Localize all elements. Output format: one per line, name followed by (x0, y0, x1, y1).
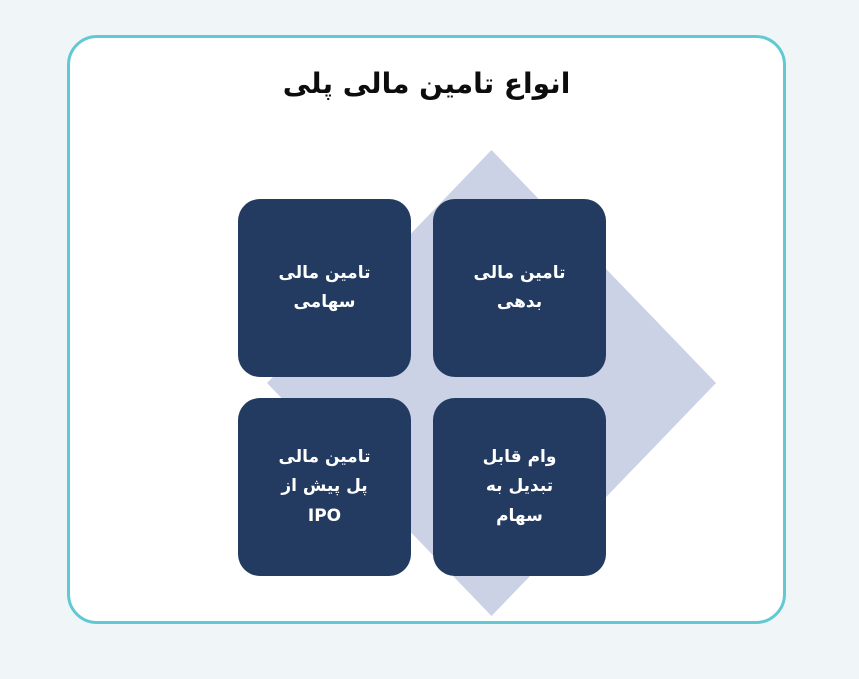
quadrant-box-label: تامین مالی بدهی (473, 262, 566, 312)
quadrant-box-pre-ipo-bridge-financing[interactable]: تامین مالی پل پیش از IPO (238, 398, 411, 576)
quadrant-box-equity-financing[interactable]: تامین مالی سهامی (238, 199, 411, 377)
quadrant-box-label: وام قابل تبدیل به سهام (482, 447, 557, 526)
quadrant-box-convertible-loan[interactable]: وام قابل تبدیل به سهام (433, 398, 606, 576)
diagram-card: انواع تامین مالی پلی تامین مالی بدهی تام… (67, 35, 786, 624)
quadrant-box-label: تامین مالی سهامی (278, 262, 371, 312)
quadrant-box-label: تامین مالی پل پیش از IPO (278, 447, 371, 526)
quadrant-box-debt-financing[interactable]: تامین مالی بدهی (433, 199, 606, 377)
page-title: انواع تامین مالی پلی (282, 67, 571, 100)
quadrant-grid: تامین مالی بدهی تامین مالی سهامی وام قاب… (238, 199, 606, 576)
